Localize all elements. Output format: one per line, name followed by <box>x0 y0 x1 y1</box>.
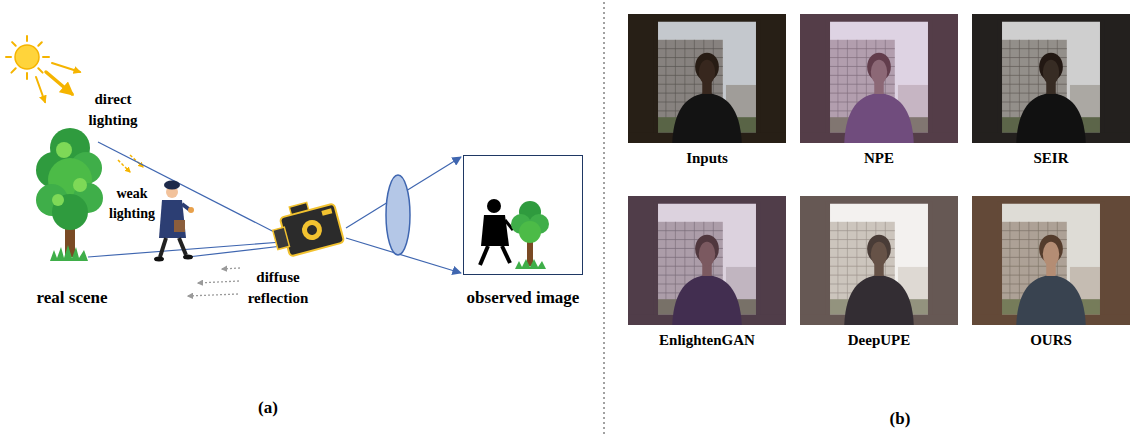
result-image-panel: OURS <box>972 196 1130 325</box>
silhouette-person <box>502 246 510 263</box>
result-image-panel: DeepUPE <box>800 196 958 325</box>
panel-label: (b) <box>890 409 911 429</box>
image-caption: NPE <box>864 149 894 167</box>
weak-light-arrow <box>118 160 130 172</box>
tree-icon <box>56 142 72 158</box>
result-photo <box>972 14 1130 143</box>
sight-line <box>98 142 282 236</box>
silhouette-person <box>480 246 488 265</box>
silhouette-person <box>480 199 513 265</box>
color-cast <box>972 14 1130 143</box>
reflection-arrow <box>188 294 238 296</box>
sun-icon <box>38 68 42 72</box>
person-icon <box>183 255 193 260</box>
image-caption: EnlightenGAN <box>659 331 755 349</box>
image-caption: SEIR <box>1033 149 1068 167</box>
scene-label: real scene <box>37 288 108 308</box>
sun-icon <box>15 45 39 69</box>
result-image-panel: SEIR <box>972 14 1130 143</box>
person-icon <box>154 181 194 262</box>
sun-icon <box>43 56 49 58</box>
light-label: direct lighting <box>88 89 137 131</box>
person-icon <box>174 220 185 232</box>
result-image-panel: NPE <box>800 14 958 143</box>
small-tree-icon <box>511 201 549 269</box>
silhouette-person <box>481 215 509 246</box>
color-cast <box>800 196 958 325</box>
reflection-arrow <box>188 268 240 296</box>
camera-icon <box>273 227 290 249</box>
direct-light-arrow <box>52 63 80 72</box>
camera-icon <box>300 218 324 242</box>
result-photo <box>628 196 786 325</box>
direct-light-arrow <box>36 63 80 102</box>
tree-icon <box>36 128 103 261</box>
person-icon <box>179 238 186 255</box>
person-icon <box>159 200 186 238</box>
light-label: weak lighting <box>109 184 155 223</box>
camera-icon <box>321 208 332 215</box>
direct-light-arrow <box>36 77 45 102</box>
camera-icon <box>280 203 344 256</box>
tree-icon <box>50 245 88 261</box>
person-icon <box>154 257 164 262</box>
color-cast <box>800 14 958 143</box>
sun-icon <box>6 56 11 58</box>
image-caption: Inputs <box>686 149 728 167</box>
photo-background <box>972 196 1130 325</box>
small-tree-icon <box>519 221 541 243</box>
result-image-panel: Inputs <box>628 14 786 143</box>
panel-label: (a) <box>258 398 278 418</box>
result-photo <box>972 196 1130 325</box>
silhouette-person <box>487 199 501 213</box>
sun-icon <box>38 42 42 46</box>
camera-icon <box>268 196 344 259</box>
sun-icon <box>12 42 16 46</box>
image-caption: DeepUPE <box>848 331 911 349</box>
lens-icon <box>386 175 410 255</box>
panel-divider <box>604 2 605 434</box>
camera-icon <box>306 224 318 236</box>
photo-background <box>972 14 1130 143</box>
result-photo <box>800 196 958 325</box>
sun-icon <box>26 36 28 41</box>
tree-icon <box>52 194 64 206</box>
sun-icon <box>11 68 15 72</box>
reflection-label: diffuse reflection <box>248 267 309 309</box>
reflection-arrow <box>222 268 240 269</box>
sight-line <box>188 246 282 257</box>
person-icon <box>164 181 180 190</box>
photo-background <box>628 196 786 325</box>
photo-background <box>628 14 786 143</box>
direct-light-arrow <box>46 72 72 94</box>
color-cast <box>972 196 1130 325</box>
result-photo <box>628 14 786 143</box>
result-photo <box>800 14 958 143</box>
sun-icon <box>26 73 28 79</box>
result-image-panel: EnlightenGAN <box>628 196 786 325</box>
tree-icon <box>73 178 87 192</box>
reflection-arrow <box>198 281 239 283</box>
small-tree-icon <box>515 259 546 269</box>
photo-background <box>800 196 958 325</box>
sun-icon <box>6 36 49 79</box>
observed-image-box: observed image <box>463 155 583 275</box>
tree-icon <box>52 194 88 230</box>
color-cast <box>628 14 786 143</box>
projection-line <box>346 157 461 273</box>
photo-background <box>800 14 958 143</box>
image-caption: observed image <box>467 288 580 308</box>
sight-line <box>88 142 282 257</box>
image-caption: OURS <box>1030 331 1072 349</box>
person-icon <box>188 207 194 213</box>
person-icon <box>160 238 166 257</box>
color-cast <box>628 196 786 325</box>
